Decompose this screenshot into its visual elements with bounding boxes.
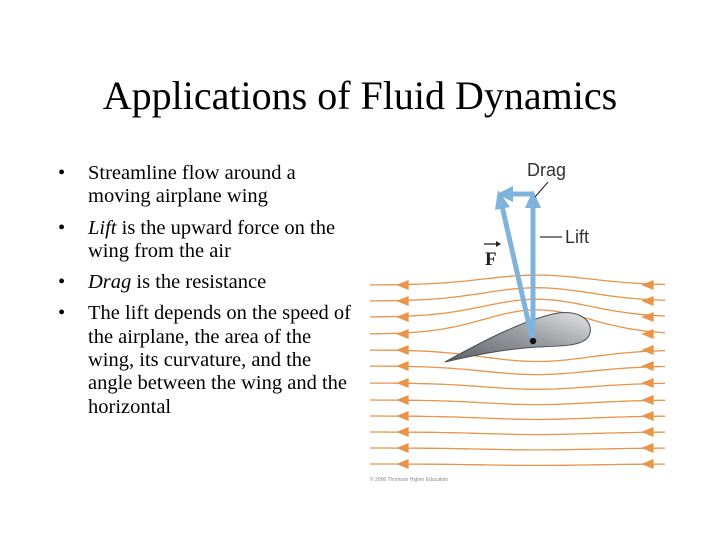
streamline (370, 399, 665, 406)
streamline (369, 298, 666, 318)
streamline (370, 287, 666, 302)
streamline (370, 365, 666, 376)
bullet-list: Streamline flow around a moving airplane… (58, 162, 358, 427)
streamline-arrowhead (641, 378, 654, 388)
airfoil-diagram: Drag Lift F © 2006 Thomson Higher Educat… (369, 160, 666, 483)
streamline-arrowhead (396, 280, 409, 290)
streamline (370, 309, 666, 335)
bullet-text: is the upward force on the wing from the… (88, 216, 336, 262)
resultant-force-arrowhead (495, 190, 510, 210)
streamline-arrowhead (641, 361, 654, 371)
streamline-arrowhead (641, 427, 654, 437)
bullet-text: The lift depends on the speed of the air… (88, 302, 352, 418)
wing-center-point (529, 337, 537, 345)
streamline-arrowhead (396, 427, 409, 437)
streamline-arrowhead (641, 312, 654, 322)
streamline-arrowhead (641, 443, 654, 453)
streamline-arrowhead (396, 411, 409, 421)
streamline (370, 415, 665, 421)
streamline (369, 382, 666, 390)
lift-label: Lift (565, 227, 589, 247)
streamline-arrowhead (396, 312, 409, 322)
streamline-arrowhead (396, 296, 409, 306)
copyright-credit: © 2006 Thomson Higher Education (370, 476, 448, 483)
streamline-arrowhead (396, 395, 409, 405)
streamline-arrowhead (641, 329, 654, 339)
bullet-item: The lift depends on the speed of the air… (58, 302, 358, 418)
bullet-item: Drag is the resistance (58, 271, 358, 295)
streamline (370, 349, 666, 363)
drag-arrowhead (497, 186, 513, 202)
streamline (370, 447, 665, 451)
bullet-text: is the resistance (131, 271, 267, 294)
slide-title: Applications of Fluid Dynamics (102, 73, 618, 118)
lift-arrowhead (525, 190, 541, 208)
streamline-arrowhead (641, 395, 654, 405)
streamlines (369, 274, 666, 469)
streamline (370, 463, 665, 467)
wing-airfoil (444, 312, 591, 363)
streamline-arrowhead (641, 459, 654, 469)
bullet-item: Streamline flow around a moving airplane… (58, 162, 358, 209)
streamline-arrowhead (396, 378, 409, 388)
bullet-emphasis: Lift (88, 216, 117, 239)
streamline-arrowhead (396, 345, 409, 355)
bullet-emphasis: Drag (88, 271, 132, 294)
streamline-arrowhead (396, 361, 409, 371)
streamline-arrowhead (641, 296, 654, 306)
streamline-arrowhead (396, 459, 409, 469)
streamline-arrowhead (641, 411, 654, 421)
streamline-arrowhead (396, 443, 409, 453)
streamline-arrowhead (396, 329, 409, 339)
streamline-arrowhead (641, 280, 654, 290)
force-vectors (495, 186, 541, 339)
force-vector-bar-tip (496, 241, 501, 247)
bullet-text: Streamline flow around a moving airplane… (88, 162, 296, 208)
drag-leader-line (534, 181, 549, 198)
force-label: F (485, 249, 497, 270)
drag-label: Drag (527, 160, 566, 180)
streamline (370, 431, 666, 436)
bullet-item: Lift is the upward force on the wing fro… (58, 217, 358, 264)
resultant-force-arrow (499, 205, 535, 339)
streamline-arrowhead (641, 345, 654, 355)
